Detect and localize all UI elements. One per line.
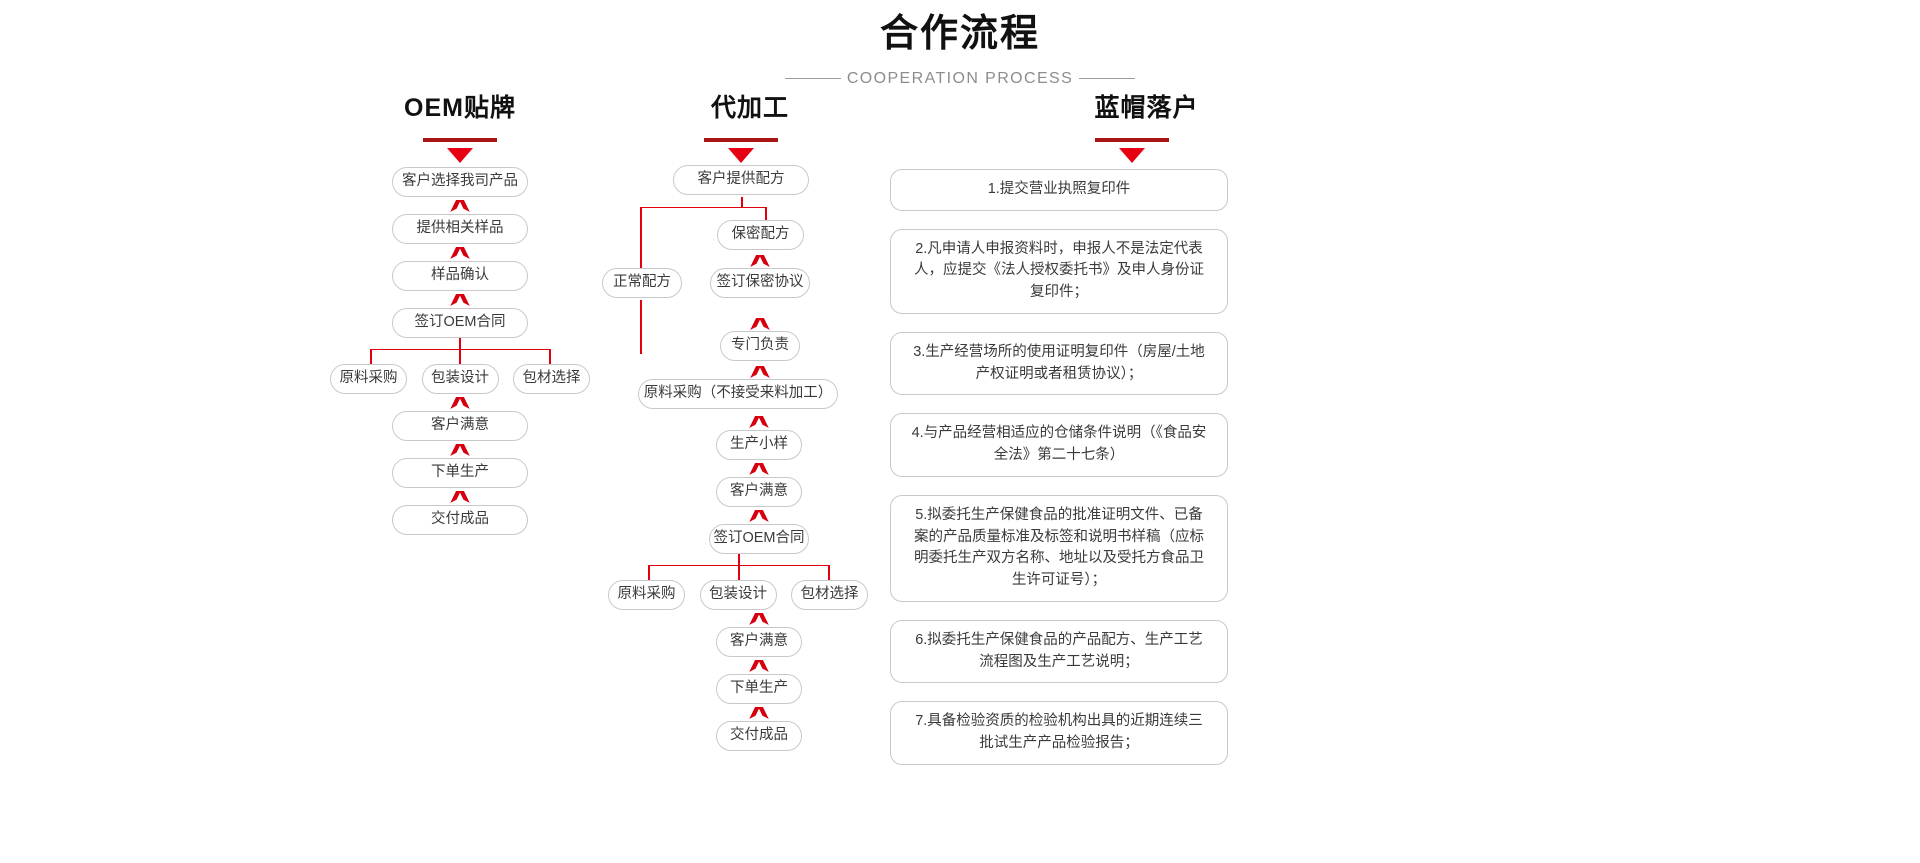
flow-node[interactable]: 包装设计 [699,579,777,610]
spacer [890,477,1228,495]
flow-node[interactable]: 客户满意 [392,410,528,441]
chevron-down-icon [751,463,767,474]
flow-node[interactable]: 包材选择 [513,363,590,394]
flow-node[interactable]: 原料采购（不接受来料加工） [638,378,838,409]
flow-node[interactable]: 签订OEM合同 [392,307,528,338]
blue-hat-list: 1.提交营业执照复印件 2.凡申请人申报资料时，申报人不是法定代表人，应提交《法… [890,168,1228,765]
column-processing-tail: 客户满意 下单生产 交付成品 [618,610,900,751]
column-oem-processing: 代加工 客户提供配方 保密配方 签订保密协议 正常配方 [602,88,900,751]
flow-node[interactable]: 下单生产 [716,673,802,704]
chevron-down-icon [752,318,768,329]
flow-node[interactable]: 样品确认 [392,260,528,291]
chevron-down-icon [452,491,468,502]
connector-line [765,206,767,221]
flow-node[interactable]: 签订保密协议 [710,267,810,298]
column-processing-chain: 生产小样 客户满意 签订OEM合同 [618,413,900,554]
chevron-down-icon [452,247,468,258]
chevron-down-icon [752,255,768,266]
flow-node[interactable]: 提供相关样品 [392,213,528,244]
chevron-down-icon [751,613,767,624]
flow-node[interactable]: 包装设计 [421,363,499,394]
connector-line [741,196,743,208]
chevron-down-icon [751,416,767,427]
list-item[interactable]: 7.具备检验资质的检验机构出具的近期连续三批试生产产品检验报告； [890,701,1228,765]
flow-node[interactable]: 交付成品 [392,504,528,535]
chevron-down-icon [452,444,468,455]
list-item[interactable]: 3.生产经营场所的使用证明复印件（房屋/土地产权证明或者租赁协议）； [890,331,1228,396]
page-subtitle: COOPERATION PROCESS [846,69,1074,87]
column-oem-title: OEM贴牌 [404,93,516,122]
spacer [890,602,1228,620]
connector-line [828,564,830,580]
list-item[interactable]: 6.拟委托生产保健食品的产品配方、生产工艺流程图及生产工艺说明； [890,619,1228,684]
chevron-down-icon [452,294,468,305]
column-processing-branch-connectors [620,553,900,580]
connector-line [370,348,372,364]
column-oem-tail: 客户满意 下单生产 交付成品 [330,394,590,535]
column-processing-title: 代加工 [710,93,789,122]
connector-line [640,299,642,354]
list-item[interactable]: 5.拟委托生产保健食品的批准证明文件、已备案的产品质量标准及标签和说明书样稿（应… [890,494,1228,602]
list-item[interactable]: 2.凡申请人申报资料时，申报人不是法定代表人，应提交《法人授权委托书》及申人身份… [890,228,1228,314]
column-processing-branch-row: 原料采购 包装设计 包材选择 [608,579,868,610]
chevron-down-icon [752,366,768,377]
connector-line [640,206,642,270]
flow-node[interactable]: 下单生产 [392,457,528,488]
column-oem-branch-row: 原料采购 包装设计 包材选择 [330,363,590,394]
flow-node[interactable]: 客户选择我司产品 [392,166,528,197]
spacer [890,314,1228,332]
flow-node[interactable]: 客户满意 [716,476,802,507]
column-processing-merge: 专门负责 原料采购（不接受来料加工） [620,319,900,413]
spacer [890,683,1228,701]
page-header: 合作流程 COOPERATION PROCESS [0,0,1920,88]
column-processing-head: 客户提供配方 [620,163,900,197]
connector-line [459,348,461,364]
flow-node[interactable]: 专门负责 [720,330,800,361]
column-oem-underline [423,137,497,142]
column-blue-hat-title: 蓝帽落户 [1094,93,1199,122]
flow-node[interactable]: 原料采购 [330,363,407,394]
connector-line [648,564,650,580]
column-processing-underline [704,137,778,142]
list-item[interactable]: 1.提交营业执照复印件 [890,168,1228,211]
chevron-down-icon [751,660,767,671]
flow-node[interactable]: 包材选择 [791,579,868,610]
chevron-down-icon [452,200,468,211]
flow-node[interactable]: 交付成品 [716,720,802,751]
connector-line [738,553,740,566]
flow-node[interactable]: 原料采购 [608,579,685,610]
flow-node[interactable]: 保密配方 [717,219,804,250]
column-oem-chain: 客户选择我司产品 提供相关样品 样品确认 签订OEM合同 [330,166,590,338]
flow-node[interactable]: 签订OEM合同 [709,523,809,554]
column-blue-hat-underline [1095,137,1169,142]
column-oem-branch-connectors [330,337,590,364]
column-processing-arrow-icon [728,147,754,163]
process-columns: OEM贴牌 客户选择我司产品 提供相关样品 样品确认 签订OEM合同 原料采购 … [0,88,1920,828]
connector-line [738,564,740,580]
spacer [890,395,1228,413]
column-processing-split: 保密配方 签订保密协议 正常配方 [602,196,900,354]
column-oem-arrow-icon [447,147,473,163]
column-blue-hat: 蓝帽落户 1.提交营业执照复印件 2.凡申请人申报资料时，申报人不是法定代表人，… [890,88,1235,765]
column-blue-hat-arrow-icon [1119,147,1145,163]
connector-line [640,206,766,209]
chevron-down-icon [452,397,468,408]
flow-node[interactable]: 客户提供配方 [673,164,809,195]
column-oem: OEM贴牌 客户选择我司产品 提供相关样品 样品确认 签订OEM合同 原料采购 … [330,88,590,535]
subtitle-rule-right [1079,78,1136,80]
page-title: 合作流程 [879,13,1040,55]
flow-node[interactable]: 生产小样 [716,429,802,460]
page-subtitle-row: COOPERATION PROCESS [0,70,1920,88]
flow-node[interactable]: 客户满意 [716,626,802,657]
connector-line [459,337,461,350]
chevron-down-icon [751,510,767,521]
spacer [890,211,1228,229]
connector-line [549,348,551,364]
chevron-down-icon [751,707,767,718]
subtitle-rule-left [784,78,841,80]
list-item[interactable]: 4.与产品经营相适应的仓储条件说明（《食品安全法》第二十七条） [890,413,1228,477]
flow-node[interactable]: 正常配方 [602,267,682,298]
